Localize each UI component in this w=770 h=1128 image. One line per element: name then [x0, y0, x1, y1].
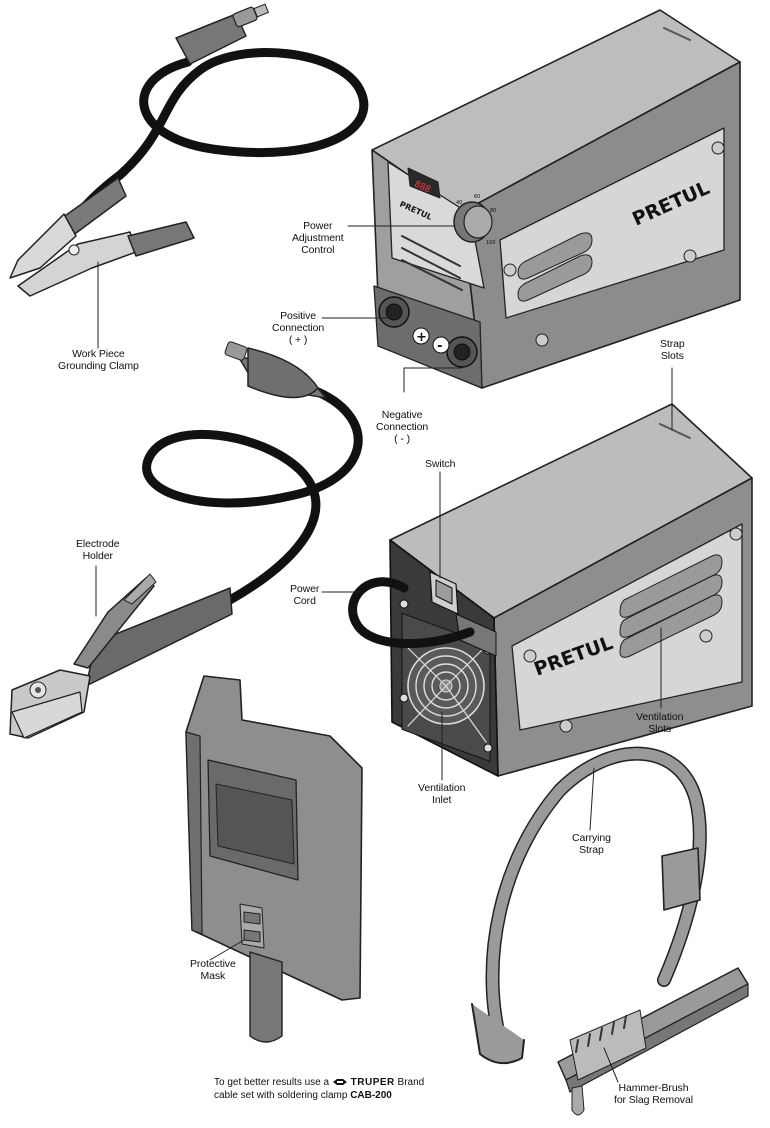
leader-lines [95, 225, 673, 1083]
footnote-text-brand-suffix: Brand [397, 1077, 425, 1088]
dial-mark-80: 80 [490, 208, 496, 214]
footnote-text: To get better results use a [214, 1077, 330, 1088]
footnote-line-2: cable set with soldering clamp CAB-200 [214, 1089, 424, 1102]
power-adjustment-knob [453, 201, 493, 243]
ground-cable-plug [175, 3, 269, 65]
electrode-holder [9, 573, 233, 739]
footnote-brand: TRUPER [350, 1077, 395, 1088]
positive-symbol: + [416, 330, 427, 345]
footnote-text-2: cable set with soldering clamp [214, 1090, 348, 1101]
power-switch [429, 571, 459, 615]
welder-rear-unit [389, 403, 753, 777]
truper-logo-icon [332, 1079, 347, 1086]
work-piece-clamp [9, 177, 195, 297]
dial-mark-60: 60 [474, 194, 480, 200]
negative-symbol: - [437, 339, 442, 354]
dial-mark-40: 40 [456, 200, 462, 206]
footnote: To get better results use a TRUPER Brand… [214, 1076, 424, 1102]
power-cord [348, 577, 475, 648]
electrode-cable-plug [224, 341, 327, 399]
label-switch: Switch [425, 458, 456, 470]
electrode-cable [142, 387, 363, 605]
footnote-model: CAB-200 [350, 1090, 392, 1101]
dial-mark-100: 100 [486, 240, 496, 246]
work-piece-cable [73, 48, 369, 220]
footnote-line-1: To get better results use a TRUPER Brand [214, 1076, 424, 1089]
carrying-strap [471, 746, 707, 1065]
protective-mask [185, 675, 363, 1043]
welder-front-unit [371, 9, 741, 389]
